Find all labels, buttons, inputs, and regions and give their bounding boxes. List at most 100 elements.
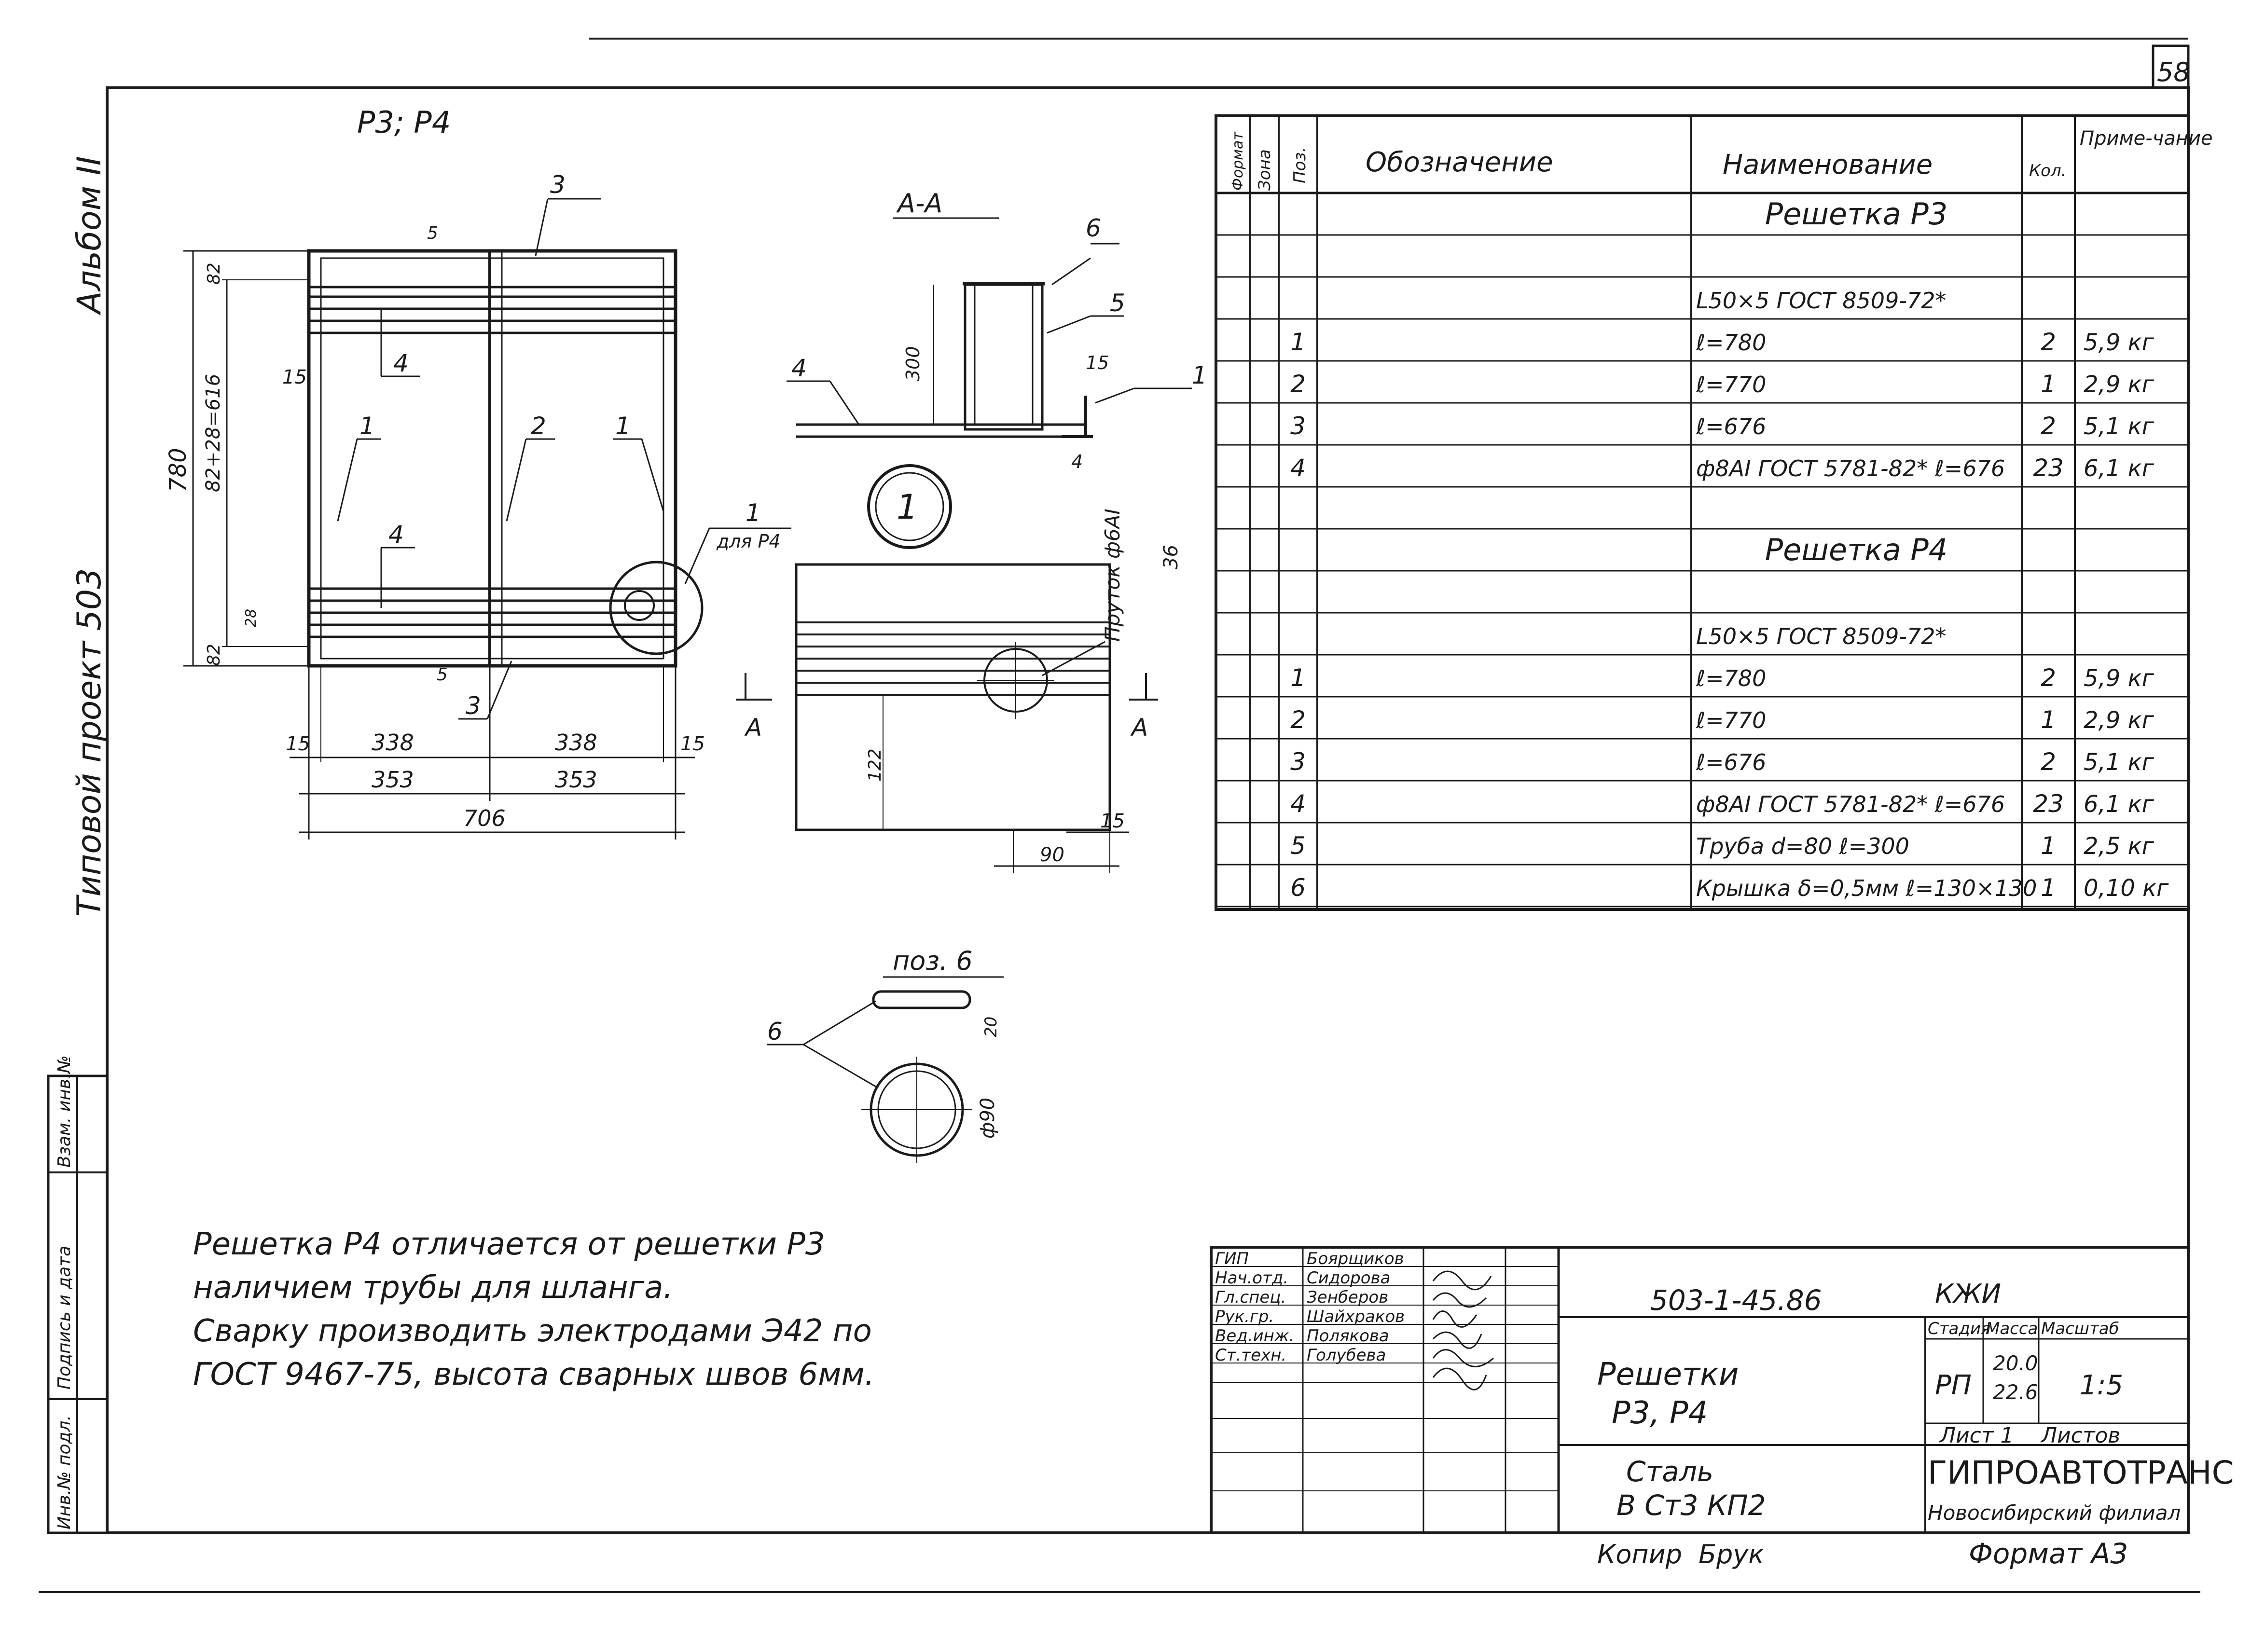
notes: Решетка Р4 отличается от решетки Р3 нали… [193, 1226, 874, 1392]
dim-15-side: 15 [1100, 810, 1125, 832]
dim-82-bottom: 82 [204, 644, 224, 666]
tb-person: Шайхраков [1307, 1307, 1405, 1326]
callout-1-right: 1 [615, 412, 631, 440]
grate-plan-view [183, 198, 791, 840]
hdr-zone: Зона [1255, 149, 1274, 191]
dim-36: 36 [1160, 545, 1182, 569]
dim-338-a: 338 [372, 730, 414, 756]
spec-cell-qty: 1 [2041, 706, 2056, 734]
callout-1-left: 1 [359, 412, 375, 440]
mass-value-2: 22.6 [1993, 1380, 2038, 1404]
hdr-format: Формат [1229, 131, 1246, 191]
section-callout-4: 4 [791, 354, 807, 382]
dim-15-a: 15 [286, 733, 310, 755]
spec-cell-qty: 2 [2041, 664, 2056, 692]
pos6-title: поз. 6 [893, 946, 973, 976]
format-label: Формат А3 [1969, 1537, 2128, 1570]
spec-cell-qty: 1 [2041, 370, 2056, 398]
scale-header: Масштаб [2041, 1319, 2119, 1338]
spec-cell-qty: 23 [2033, 454, 2064, 482]
dim-5-bottom: 5 [437, 665, 448, 685]
spec-cell-note: 6,1 кг [2084, 455, 2154, 482]
tb-role: Вед.инж. [1215, 1326, 1294, 1346]
hdr-designation: Обозначение [1366, 147, 1553, 178]
spec-group-title: Решетка Р4 [1765, 532, 1948, 567]
copy-label: Копир [1597, 1539, 1682, 1569]
stamp-col-2: Подпись и дата [55, 1246, 74, 1390]
dim-82-top: 82 [204, 262, 224, 285]
spec-cell-name: ℓ=780 [1696, 330, 1766, 356]
dim-phi90: ф90 [977, 1098, 999, 1139]
tb-role: Гл.спец. [1215, 1288, 1286, 1307]
doc-title-2: Р3, Р4 [1612, 1395, 1708, 1431]
dim-122: 122 [865, 748, 885, 782]
dim-20: 20 [981, 1017, 1001, 1037]
spec-cell-name: ℓ=770 [1696, 707, 1766, 733]
dim-338-b: 338 [555, 730, 597, 756]
dim-353-a: 353 [372, 767, 414, 793]
spec-cell-note: 5,1 кг [2084, 413, 2154, 440]
side-view [736, 563, 1158, 873]
spec-cell-name: Крышка δ=0,5мм ℓ=130×130 [1696, 875, 2037, 901]
spec-cell-note: 2,5 кг [2084, 833, 2154, 860]
callout-3-top: 3 [550, 171, 566, 199]
dim-616: 82+28=616 [202, 374, 224, 492]
mass-header: Масса [1986, 1319, 2038, 1338]
spec-cell-name: L50×5 ГОСТ 8509-72* [1696, 623, 1946, 649]
dim-4-section: 4 [1071, 451, 1083, 472]
hdr-qty: Кол. [2029, 161, 2066, 180]
signatures [1432, 1270, 1494, 1390]
dim-15-left: 15 [282, 366, 307, 388]
dim-90: 90 [1040, 844, 1064, 866]
stamp-col-1: Инв.№ подл. [55, 1415, 74, 1529]
section-callout-5: 5 [1110, 289, 1125, 317]
spec-cell-pos: 2 [1290, 370, 1306, 398]
spec-cell-note: 0,10 кг [2084, 875, 2169, 902]
tb-person: Сидорова [1307, 1268, 1390, 1288]
material-2: В Ст3 КП2 [1616, 1489, 1766, 1522]
note-line: наличием трубы для шланга. [193, 1270, 673, 1306]
spec-cell-note: 2,9 кг [2084, 371, 2154, 398]
tb-role: Рук.гр. [1215, 1307, 1274, 1326]
section-a-a-view [787, 243, 1192, 549]
spec-cell-qty: 2 [2041, 328, 2056, 356]
hdr-pos: Поз. [1290, 147, 1310, 183]
spec-cell-note: 6,1 кг [2084, 791, 2154, 818]
detail-label: 1 [746, 499, 761, 527]
spec-cell-pos: 4 [1290, 454, 1306, 482]
spec-cell-note: 5,9 кг [2084, 665, 2154, 692]
stamp-col-3: Взам. инв.№ [55, 1055, 74, 1168]
stage-value: РП [1935, 1370, 1972, 1401]
rod-label: Пруток ф6АI [1101, 509, 1124, 642]
callout-3-bottom: 3 [466, 692, 481, 720]
detail-for-p4: для Р4 [716, 531, 781, 552]
org-branch: Новосибирский филиал [1928, 1501, 2181, 1525]
hdr-note: Приме-чание [2080, 127, 2213, 150]
spec-cell-qty: 2 [2041, 748, 2056, 776]
title-block-grid [1210, 1246, 2190, 1534]
album-label: Альбом II [70, 156, 109, 316]
spec-cell-name: ℓ=676 [1696, 749, 1766, 775]
doc-code: 503-1-45.86 [1650, 1284, 1822, 1317]
spec-cell-qty: 1 [2041, 832, 2056, 860]
tb-person: Голубева [1307, 1346, 1386, 1365]
spec-group-title: Решетка Р3 [1765, 196, 1948, 232]
spec-cell-pos: 3 [1290, 412, 1306, 440]
mass-value-1: 20.0 [1993, 1351, 2038, 1375]
callout-4-top: 4 [393, 349, 409, 377]
org-name: ГИПРОАВТОТРАНС [1928, 1454, 2234, 1491]
callout-4-bottom: 4 [388, 521, 404, 549]
section-title: А-А [896, 188, 942, 219]
spec-cell-pos: 3 [1290, 748, 1306, 776]
tb-person: Полякова [1307, 1326, 1389, 1346]
dim-300: 300 [902, 346, 924, 381]
project-label: Типовой проект 503 [70, 568, 109, 917]
spec-cell-pos: 6 [1290, 874, 1306, 902]
spec-cell-name: L50×5 ГОСТ 8509-72* [1696, 288, 1946, 314]
dim-706: 706 [463, 805, 506, 831]
spec-cell-qty: 23 [2033, 790, 2064, 818]
dim-5-top: 5 [427, 223, 438, 243]
left-stamp-box [47, 1074, 109, 1534]
hdr-note-text: Приме-чание [2080, 127, 2213, 150]
